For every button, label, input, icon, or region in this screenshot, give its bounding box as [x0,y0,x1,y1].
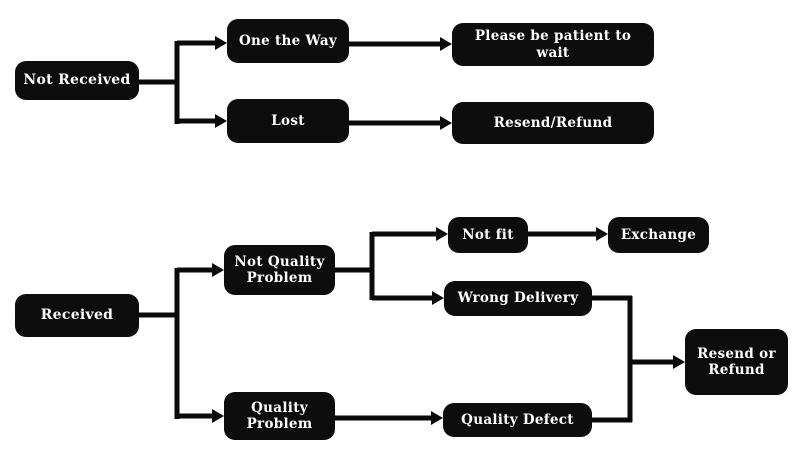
node-resend-refund: Resend/Refund [452,102,654,144]
node-received: Received [15,294,139,337]
node-quality-problem: Quality Problem [224,392,335,440]
node-lost: Lost [227,99,349,143]
node-wrong-delivery: Wrong Delivery [444,281,592,316]
node-not-quality-problem: Not Quality Problem [224,245,335,295]
node-one-the-way: One the Way [227,19,349,63]
node-please-be-patient: Please be patient to wait [452,23,654,66]
node-resend-or-refund: Resend or Refund [685,329,788,395]
node-quality-defect: Quality Defect [443,403,592,437]
node-not-received: Not Received [15,61,139,100]
node-exchange: Exchange [608,217,709,253]
node-not-fit: Not fit [448,217,528,253]
